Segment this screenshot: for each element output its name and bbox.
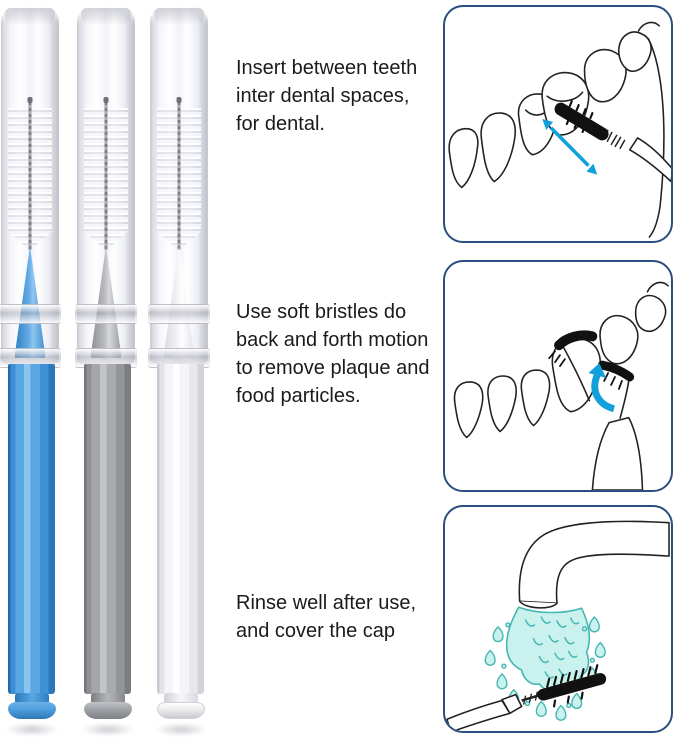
water-droplets <box>484 616 606 721</box>
step-3-caption: Rinse well after use, and cover the cap <box>236 592 417 642</box>
clear-cap <box>148 6 210 368</box>
back-and-forth-diagram <box>453 281 669 490</box>
teeth-row <box>448 21 665 238</box>
brush-wire <box>176 97 182 250</box>
handle-neck <box>164 693 198 704</box>
interdental-brush-white <box>148 0 213 738</box>
step-3-illustration <box>443 505 673 733</box>
cap-rim <box>75 304 137 324</box>
brush-handle <box>84 364 131 694</box>
teeth-row <box>453 281 669 439</box>
wire-hatch-marks <box>522 691 539 705</box>
cheek-outline <box>647 37 665 238</box>
water-stream-icon <box>484 606 606 721</box>
interdental-brush-blue <box>0 0 64 738</box>
brush-wire <box>27 97 33 250</box>
faucet-icon <box>518 520 670 609</box>
brush-wire <box>103 97 109 250</box>
cap-rim <box>148 304 210 324</box>
step-1-illustration <box>443 5 673 243</box>
interdental-brush-gray <box>75 0 140 738</box>
handle-neck <box>91 693 125 704</box>
reflection <box>6 723 58 736</box>
insert-between-teeth-diagram <box>448 21 671 238</box>
step-2-caption: Use soft bristles do back and forth moti… <box>236 301 430 407</box>
brush-tip-cone <box>91 246 121 358</box>
handle-foot <box>8 702 56 719</box>
interdental-brush-icon <box>548 330 644 490</box>
handle-foot <box>157 702 205 719</box>
black-bristle-head <box>554 100 609 141</box>
interdental-brush-icon <box>542 100 671 183</box>
reflection <box>155 723 207 736</box>
rotate-arrow-icon <box>588 363 616 413</box>
handle-neck <box>15 693 49 704</box>
brush-tip-cone <box>164 246 194 358</box>
brush-handle <box>157 364 204 694</box>
bristle-hatch-marks <box>548 350 623 390</box>
step-2-illustration <box>443 260 673 492</box>
reflection <box>82 723 134 736</box>
step-1-caption: Insert between teeth inter dental spaces… <box>236 57 418 135</box>
insert-direction-arrow-icon <box>542 119 598 175</box>
cap-rim <box>0 304 61 324</box>
black-bristle-head <box>554 330 635 382</box>
black-bristle-head <box>537 664 607 708</box>
clear-cap <box>75 6 137 368</box>
brush-handle <box>8 364 55 694</box>
rinse-diagram <box>446 520 670 731</box>
brush-tip-cone <box>15 246 45 358</box>
rinsing-brush-icon <box>446 664 607 731</box>
clear-cap <box>0 6 61 368</box>
handle-foot <box>84 702 132 719</box>
